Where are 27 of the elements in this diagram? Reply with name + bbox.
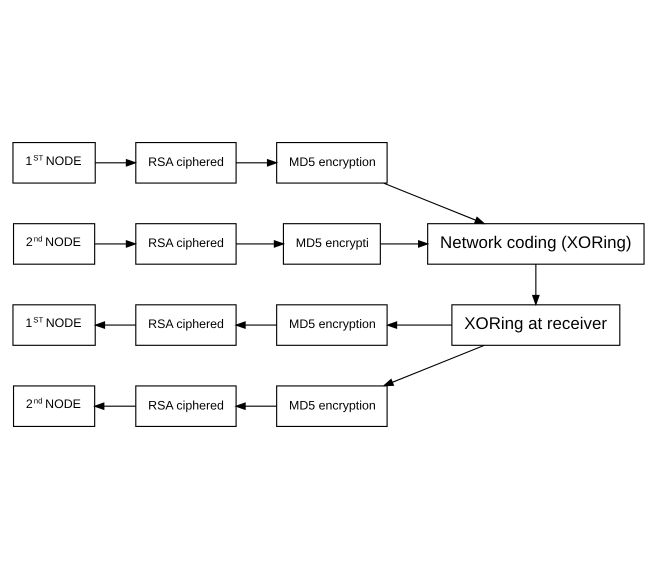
node-box: 2$^{nd}$ NODE [12,222,96,264]
node-box: MD5 encrypti [282,222,381,264]
node-box: RSA ciphered [135,141,237,184]
node-box: Network coding (XORing) [427,222,645,264]
node-box: 1$^{ST}$ NODE [12,141,96,184]
arrow [236,158,278,166]
node-box: RSA ciphered [135,304,237,346]
node-box: MD5 encryption [276,141,388,184]
arrow [532,264,540,306]
node-box: XORing at receiver [451,304,620,346]
node-box: RSA ciphered [135,384,237,427]
arrow [234,320,277,329]
arrow [96,158,138,166]
node-box: MD5 encryption [276,384,388,427]
arrow [236,239,286,248]
node-box: MD5 encryption [276,304,388,346]
node-box: 1$^{ST}$ NODE [12,304,96,346]
arrow [380,239,430,248]
arrow [384,182,486,224]
arrow [94,239,138,248]
arrow [94,320,136,329]
arrow [234,402,277,410]
arrow [386,320,452,329]
node-box: 2$^{nd}$ NODE [12,384,96,427]
node-box: RSA ciphered [135,222,237,264]
arrow [93,402,136,410]
arrow [382,344,484,386]
